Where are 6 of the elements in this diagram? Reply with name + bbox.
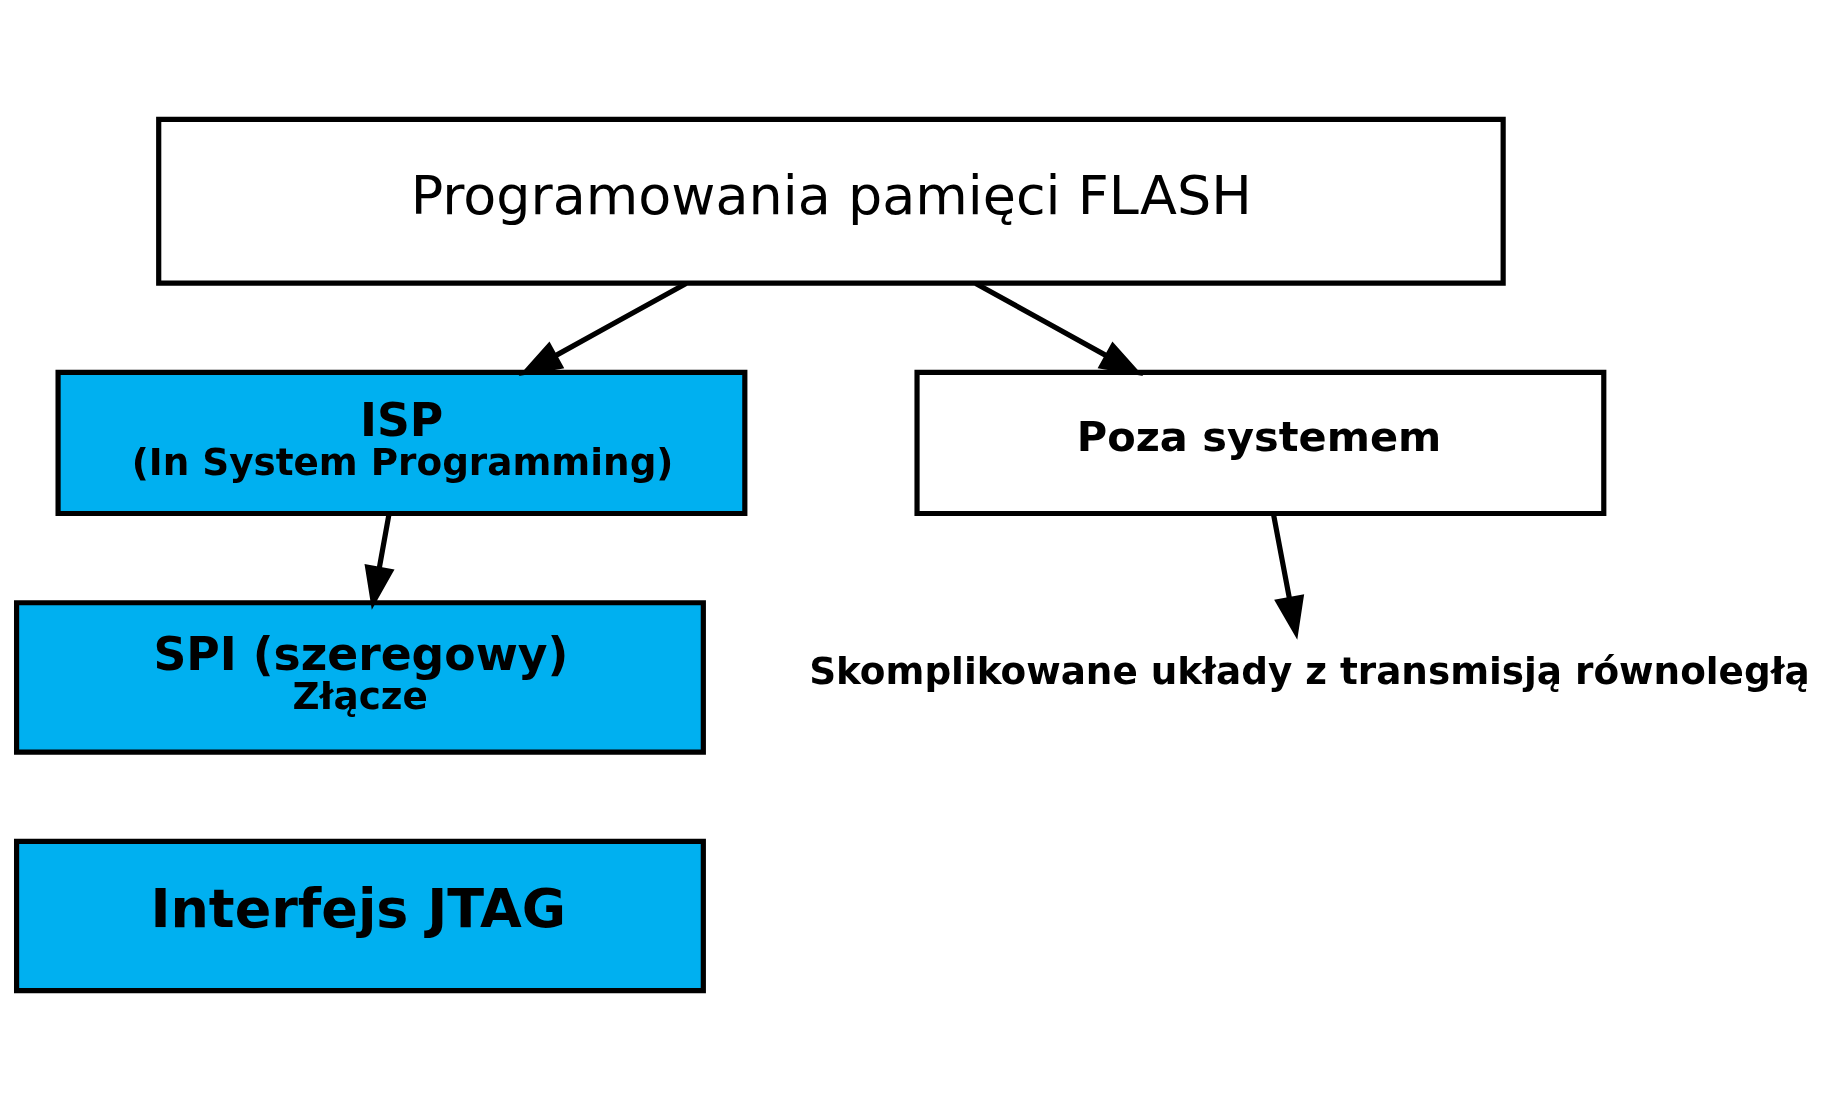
node-text: Skomplikowane układy z transmisją równoległą xyxy=(809,648,1810,693)
node-box: ISP (In System Programming) xyxy=(55,369,748,516)
node-box: Poza systemem xyxy=(914,369,1607,516)
node-box: Interfejs JTAG xyxy=(14,838,706,993)
node-box: Programowania pamięci FLASH xyxy=(156,116,1506,286)
node-box: SPI (szeregowy) Złącze xyxy=(14,599,706,755)
